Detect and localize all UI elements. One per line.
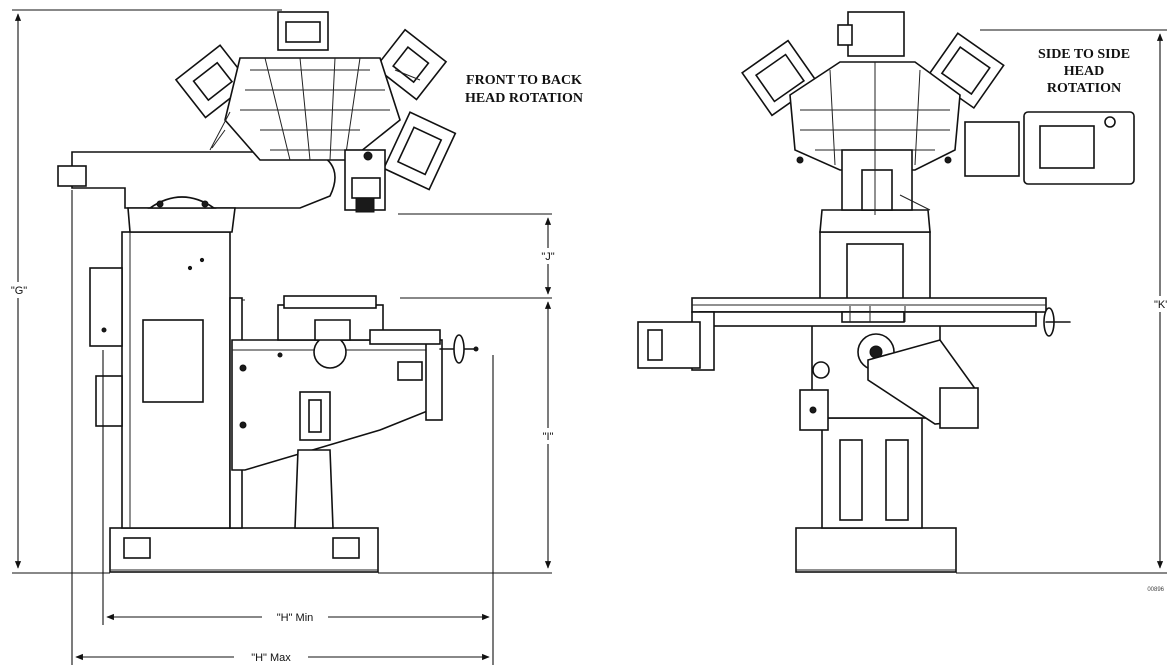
front-pedestal (294, 449, 334, 529)
dimension-j: "J" (398, 213, 560, 299)
front-head-rotation-cluster (174, 11, 457, 213)
front-ram (57, 151, 336, 233)
j-label: "J" (541, 251, 554, 263)
side-caption-line-2: HEAD (1064, 64, 1104, 79)
side-head-rotation-cluster (741, 11, 1135, 215)
front-column (89, 231, 245, 529)
side-view (637, 11, 1135, 573)
k-label: "K" (1154, 299, 1167, 311)
front-table (277, 295, 479, 369)
front-caption: FRONT TO BACK HEAD ROTATION (465, 73, 583, 106)
i-label: "I" (543, 431, 554, 443)
dimension-h-max: "H" Max (71, 190, 494, 665)
side-knee (799, 321, 979, 431)
dimension-g: "G" (6, 9, 282, 574)
figure-code: 00896 (1147, 587, 1164, 593)
h-min-label: "H" Min (277, 612, 314, 624)
front-caption-line-2: HEAD ROTATION (465, 91, 583, 106)
front-view (57, 11, 479, 573)
g-label: "G" (11, 285, 27, 297)
side-base (795, 527, 957, 573)
side-caption: SIDE TO SIDE HEAD ROTATION (1038, 47, 1130, 96)
dimension-h-min: "H" Min (102, 350, 494, 625)
side-table (637, 297, 1071, 371)
h-max-label: "H" Max (251, 652, 291, 664)
dimension-k: "K" (956, 29, 1167, 574)
front-caption-line-1: FRONT TO BACK (466, 73, 582, 88)
side-caption-line-3: ROTATION (1047, 81, 1121, 96)
side-caption-line-1: SIDE TO SIDE (1038, 47, 1130, 62)
dimension-i: "I" (378, 301, 560, 574)
front-base (109, 527, 379, 573)
